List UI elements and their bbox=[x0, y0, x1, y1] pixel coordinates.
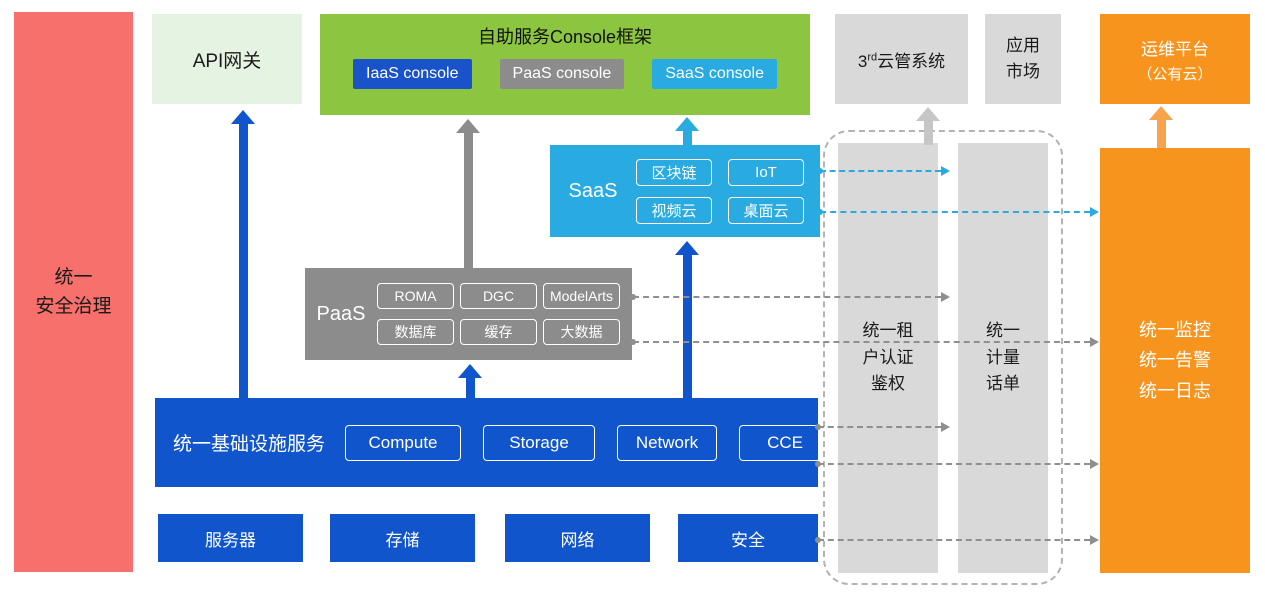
console-chip-row: IaaS console PaaS console SaaS console bbox=[320, 59, 810, 89]
arrow-infra-to-api-gateway bbox=[231, 110, 255, 398]
ops-platform-label: 运维平台 （公有云） bbox=[1137, 39, 1213, 83]
iaas-console-label: IaaS console bbox=[366, 65, 459, 82]
saas-item-blockchain: 区块链 bbox=[636, 158, 712, 186]
saas-console-label: SaaS console bbox=[665, 65, 764, 82]
saas-item-video-cloud: 视频云 bbox=[636, 196, 712, 224]
connector-saas-to-metering bbox=[817, 166, 950, 176]
third-party-cloud-mgmt-box: 3rd云管系统 bbox=[835, 14, 968, 104]
shared-services-dashed-frame bbox=[823, 130, 1063, 585]
hardware-box-storage: 存储 bbox=[330, 514, 475, 562]
unified-metering-bar: 统一 计量 话单 bbox=[958, 143, 1048, 573]
infra-item-storage: Storage bbox=[483, 424, 596, 461]
connector-paas-to-metering bbox=[630, 292, 950, 302]
paas-block-label: PaaS bbox=[316, 302, 366, 325]
saas-item-desktop-cloud: 桌面云 bbox=[728, 196, 804, 224]
infra-chip-row: Compute Storage Network CCE bbox=[345, 424, 832, 461]
arrow-shared-to-third-party bbox=[916, 107, 940, 145]
paas-item-roma: ROMA bbox=[377, 283, 454, 309]
arrow-paas-to-console bbox=[456, 119, 480, 268]
paas-item-dgc: DGC bbox=[460, 283, 537, 309]
paas-console-chip: PaaS console bbox=[499, 59, 625, 89]
connector-infra-to-monitoring bbox=[815, 459, 1099, 469]
connector-paas-to-monitoring bbox=[630, 337, 1099, 347]
unified-monitoring-label: 统一监控 统一告警 统一日志 bbox=[1139, 319, 1211, 401]
saas-console-chip: SaaS console bbox=[652, 59, 777, 89]
paas-block: PaaS ROMA DGC ModelArts 数据库 缓存 大数据 bbox=[305, 268, 632, 360]
third-party-cloud-mgmt-label: 3rd云管系统 bbox=[857, 50, 946, 71]
unified-tenant-auth-bar: 统一租 户认证 鉴权 bbox=[838, 143, 938, 573]
saas-block: SaaS 区块链 IoT 视频云 桌面云 bbox=[550, 145, 820, 237]
paas-console-label: PaaS console bbox=[512, 65, 612, 82]
connector-hardware-to-monitoring bbox=[815, 535, 1099, 545]
unified-tenant-auth-label: 统一租 户认证 鉴权 bbox=[862, 321, 914, 394]
arrow-monitoring-to-ops-platform bbox=[1149, 106, 1173, 148]
connector-saas-to-monitoring bbox=[817, 207, 1099, 217]
console-frame-box: 自助服务Console框架 IaaS console PaaS console … bbox=[320, 14, 810, 115]
app-market-label: 应用 市场 bbox=[1006, 35, 1040, 81]
infra-item-compute: Compute bbox=[345, 424, 462, 461]
unified-security-governance-bar: 统一 安全治理 bbox=[14, 12, 133, 572]
unified-monitoring-bar: 统一监控 统一告警 统一日志 bbox=[1100, 148, 1250, 573]
connector-infra-to-metering bbox=[815, 422, 950, 432]
hardware-box-security: 安全 bbox=[678, 514, 818, 562]
unified-metering-label: 统一 计量 话单 bbox=[986, 321, 1020, 394]
infra-item-cce: CCE bbox=[739, 424, 832, 461]
paas-item-bigdata: 大数据 bbox=[543, 319, 620, 345]
api-gateway-box: API网关 bbox=[152, 14, 302, 104]
saas-chip-grid: 区块链 IoT 视频云 桌面云 bbox=[636, 158, 804, 224]
hardware-box-network: 网络 bbox=[505, 514, 650, 562]
console-frame-title: 自助服务Console框架 bbox=[477, 27, 653, 47]
paas-item-cache: 缓存 bbox=[460, 319, 537, 345]
paas-chip-grid: ROMA DGC ModelArts 数据库 缓存 大数据 bbox=[377, 283, 620, 345]
hardware-box-server: 服务器 bbox=[158, 514, 303, 562]
unified-security-governance-label: 统一 安全治理 bbox=[35, 266, 112, 317]
paas-item-database: 数据库 bbox=[377, 319, 454, 345]
arrow-infra-to-paas bbox=[458, 364, 482, 398]
iaas-console-chip: IaaS console bbox=[353, 59, 472, 89]
arrow-infra-to-saas bbox=[675, 241, 699, 398]
infra-item-network: Network bbox=[617, 424, 718, 461]
app-market-box: 应用 市场 bbox=[985, 14, 1061, 104]
saas-block-label: SaaS bbox=[568, 179, 618, 202]
infra-block-label: 统一基础设施服务 bbox=[173, 434, 326, 455]
api-gateway-label: API网关 bbox=[192, 50, 262, 72]
arrow-saas-to-console bbox=[675, 117, 699, 145]
paas-item-modelarts: ModelArts bbox=[543, 283, 620, 309]
saas-item-iot: IoT bbox=[728, 158, 804, 186]
ops-platform-box: 运维平台 （公有云） bbox=[1100, 14, 1250, 104]
infra-block: 统一基础设施服务 Compute Storage Network CCE bbox=[155, 398, 832, 487]
